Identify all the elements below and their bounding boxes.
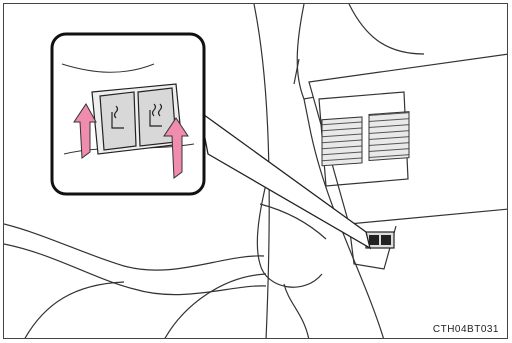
rear-air-vent	[309, 54, 508, 269]
illustration	[4, 4, 508, 339]
zoom-inset	[52, 34, 204, 194]
seat-heater-switch-location	[366, 232, 394, 248]
figure-code-label: CTH04BT031	[433, 324, 499, 335]
figure-frame: CTH04BT031	[3, 3, 508, 339]
